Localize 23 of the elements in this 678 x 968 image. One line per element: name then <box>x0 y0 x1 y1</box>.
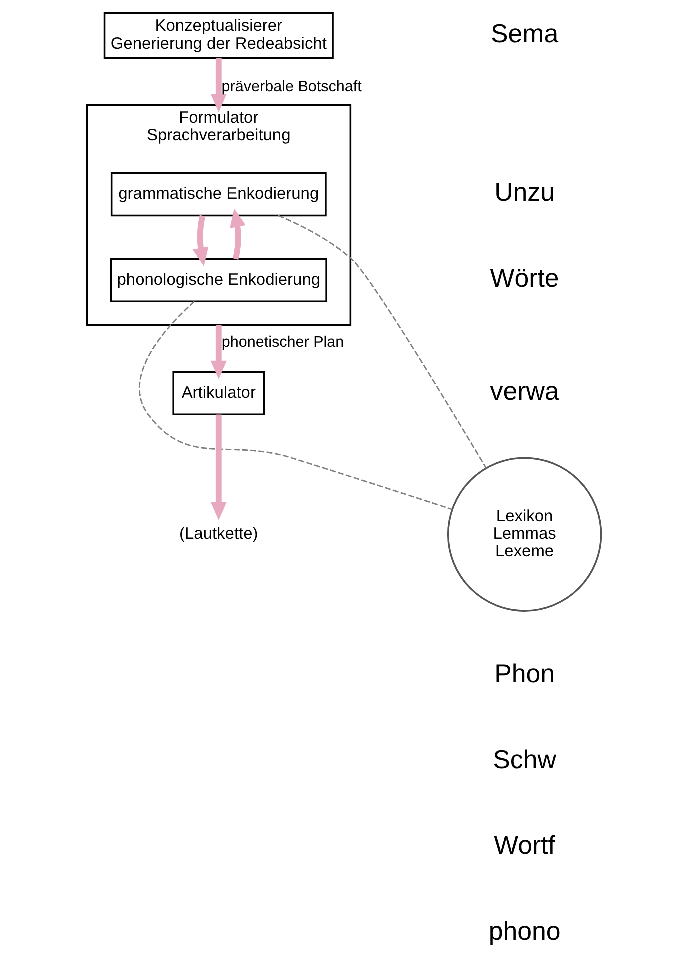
node-box: Konzeptualisierer Generierung der Redeabsicht <box>103 12 334 59</box>
node-box: phonologische Enkodierung <box>110 258 327 302</box>
connector <box>138 301 452 510</box>
label: Phon <box>494 660 555 688</box>
label: phono <box>488 918 560 946</box>
node-circle: Lexikon Lemmas Lexeme <box>446 457 602 612</box>
arrow <box>210 58 226 112</box>
arrow <box>210 325 226 380</box>
label: verwa <box>490 378 559 406</box>
label: Sema <box>490 20 558 48</box>
node-text: (Lautkette) <box>179 524 258 543</box>
arrow <box>230 208 246 260</box>
label: Unzu <box>494 179 555 208</box>
connector <box>278 215 487 469</box>
edge-label: präverbale Botschaft <box>221 78 362 96</box>
edge-label: phonetischer Plan <box>221 334 344 351</box>
label: Wörte <box>490 265 559 294</box>
node-box: grammatische Enkodierung <box>110 172 326 217</box>
arrow <box>210 414 226 521</box>
label: Wortf <box>494 832 555 860</box>
node-box: Artikulator <box>172 371 265 416</box>
arrow <box>192 215 208 266</box>
label: Schw <box>492 746 556 774</box>
